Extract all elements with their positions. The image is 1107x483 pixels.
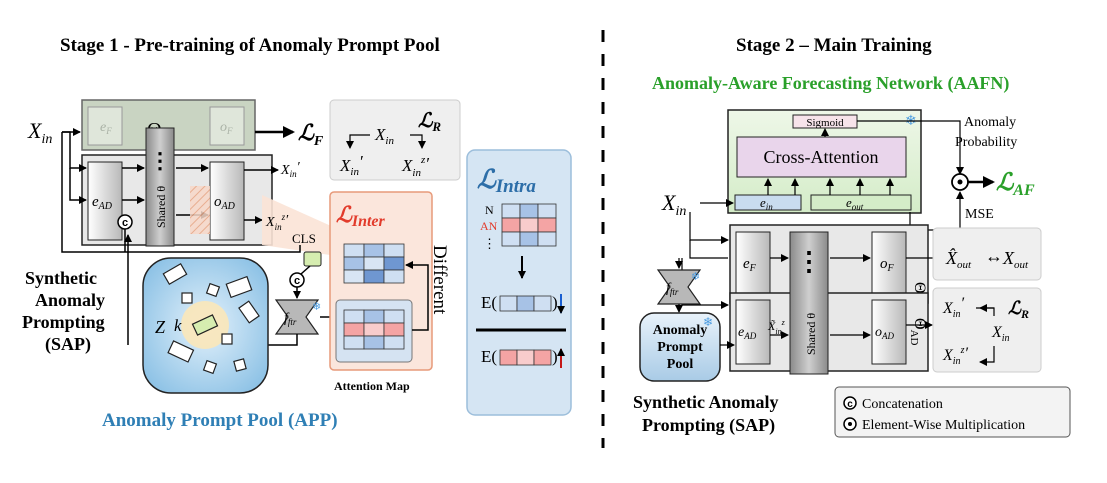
- svg-text:Xinz′: Xinz′: [401, 154, 429, 179]
- stage2-e-f: eF: [743, 256, 757, 274]
- stage2-sap-line2: Prompting (SAP): [642, 415, 775, 436]
- stage1-forecast-block: ΘF eF oF: [81, 99, 256, 151]
- stage1-loss-r: ℒR: [418, 110, 441, 134]
- snowflake-icon: ❄: [703, 315, 713, 329]
- stage2-aafn-box: ❄ Sigmoid Cross-Attention ein eout: [727, 109, 922, 214]
- svg-text:E(: E(: [481, 293, 497, 312]
- svg-text:eF: eF: [100, 120, 112, 136]
- stage2-title: Stage 2 – Main Training: [736, 35, 932, 56]
- stage2-dots: ⋮: [796, 247, 822, 276]
- snowflake-icon: ❄: [312, 301, 321, 313]
- svg-text:Xinz′: Xinz′: [942, 345, 968, 367]
- stage1-loss-inter: ℒInter: [336, 202, 386, 230]
- svg-text:Xin′: Xin′: [942, 295, 965, 320]
- stage2-x-in: Xin: [661, 190, 686, 219]
- stage2-mse: MSE: [965, 207, 994, 222]
- stage2-legend: c Concatenation Element-Wise Multiplicat…: [834, 386, 1071, 438]
- svg-text:Prompt: Prompt: [657, 340, 703, 355]
- svg-text:AN: AN: [480, 219, 498, 233]
- stage1-x-in-z: Xinz′: [265, 212, 289, 232]
- svg-text:c: c: [294, 275, 300, 287]
- svg-text:(SAP): (SAP): [45, 334, 91, 355]
- stage2-shared-theta: Shared θ: [804, 313, 818, 355]
- stage2-theta-ad: ΘAD: [908, 318, 928, 346]
- stage1-x-in: Xin: [27, 118, 52, 147]
- snowflake-icon: ❄: [691, 271, 700, 283]
- stage1-cls: CLS: [292, 231, 316, 246]
- stage1-shared-theta: Shared θ: [154, 186, 168, 228]
- stage2-e-in: ein: [760, 195, 773, 212]
- legend-concat-symbol: c: [847, 399, 853, 410]
- stage2-cross-attention: Cross-Attention: [764, 147, 879, 167]
- stage2-anomaly-prob-line1: Anomaly: [964, 115, 1016, 130]
- svg-text:E(: E(: [481, 347, 497, 366]
- stage1-ad-block: eAD ⋮ Shared θ oAD: [81, 127, 273, 247]
- stage1-title: Stage 1 - Pre-training of Anomaly Prompt…: [60, 35, 440, 56]
- svg-text:): ): [552, 293, 558, 312]
- svg-text:Anomaly: Anomaly: [653, 323, 707, 338]
- stage2-anomaly-prompt-pool: ❄ Anomaly Prompt Pool: [639, 312, 721, 382]
- stage2-loss-r-box: Xin′ ℒR Xin Xinz′: [932, 287, 1042, 373]
- stage1-x-in-prime: Xin′: [280, 160, 301, 179]
- stage1-k-label: k: [174, 316, 182, 335]
- svg-text:X̂out: X̂out: [945, 248, 972, 271]
- svg-text:Anomaly: Anomaly: [35, 290, 105, 310]
- stage1-intra-box: ℒIntra N AN ⋮ E( ) E( ): [466, 149, 572, 416]
- stage2-e-out: eout: [846, 195, 864, 212]
- stage1-f-ftr: fftr ❄: [274, 299, 321, 335]
- svg-text:Synthetic: Synthetic: [25, 268, 97, 288]
- stage2-f-ftr: fftr ❄: [656, 269, 702, 305]
- stage1-sap-label: Synthetic Anomaly Prompting (SAP): [22, 268, 105, 355]
- stage2-loss-r: ℒR: [1008, 298, 1029, 321]
- stage1-orange-fan: [262, 195, 340, 255]
- stage1-anomaly-prompt-pool: Z k: [142, 257, 269, 394]
- stage1-attention-map-label: Attention Map: [334, 379, 410, 393]
- svg-text:c: c: [122, 217, 128, 229]
- double-arrow-icon: ↔: [985, 246, 1003, 266]
- stage2-backbone: eF oF ΘF eAD X̃inz oAD ΘAD ⋮ Shared θ: [729, 224, 929, 375]
- stage1-e-ad: eAD: [92, 194, 113, 212]
- stage1-cls-token: [303, 251, 322, 267]
- stage2-aafn-title: Anomaly-Aware Forecasting Network (AAFN): [652, 73, 1009, 94]
- svg-text:fftr: fftr: [284, 311, 297, 327]
- svg-text:N: N: [485, 203, 494, 217]
- svg-text:⋮: ⋮: [483, 236, 496, 251]
- stage2-loss-af: ℒAF: [996, 170, 1035, 199]
- svg-text:): ): [552, 347, 558, 366]
- stage2-e-ad: eAD: [738, 325, 757, 341]
- stage2-anomaly-prob-line2: Probability: [955, 135, 1017, 150]
- svg-text:Prompting: Prompting: [22, 312, 105, 332]
- stage1-app-label: Anomaly Prompt Pool (APP): [102, 410, 338, 431]
- stage1-loss-intra: ℒIntra: [477, 165, 536, 197]
- stage2-o-ad: oAD: [875, 325, 894, 341]
- svg-text:Xout: Xout: [1002, 248, 1029, 271]
- stage1-dots: ⋮: [149, 148, 171, 173]
- stage1-z-label: Z: [155, 317, 166, 337]
- stage1-different: Different: [429, 245, 450, 315]
- stage1-loss-r-box: ℒR Xin Xin′ Xinz′: [329, 99, 461, 181]
- svg-text:Xin: Xin: [374, 125, 394, 147]
- stage2-xout-box: X̂out ↔ Xout: [932, 227, 1042, 281]
- legend-concat-label: Concatenation: [862, 397, 943, 412]
- stage2-sap-line1: Synthetic Anomaly: [633, 392, 779, 412]
- svg-text:Pool: Pool: [667, 357, 694, 372]
- stage2-o-f: oF: [880, 256, 895, 274]
- stage2-x-tilde: X̃inz: [767, 318, 786, 336]
- svg-text:Xin′: Xin′: [339, 152, 363, 178]
- stage1-loss-f: ℒF: [298, 120, 324, 149]
- stage1-hatch-highlight: [190, 186, 210, 234]
- svg-text:oF: oF: [220, 120, 233, 136]
- legend-mult-label: Element-Wise Multiplication: [862, 418, 1025, 433]
- stage1-o-ad: oAD: [214, 194, 236, 212]
- svg-text:Xin: Xin: [991, 324, 1010, 344]
- svg-text:fftr: fftr: [666, 281, 679, 297]
- stage2-sigmoid: Sigmoid: [806, 117, 844, 129]
- stage1-inter-box: ℒInter: [329, 191, 433, 371]
